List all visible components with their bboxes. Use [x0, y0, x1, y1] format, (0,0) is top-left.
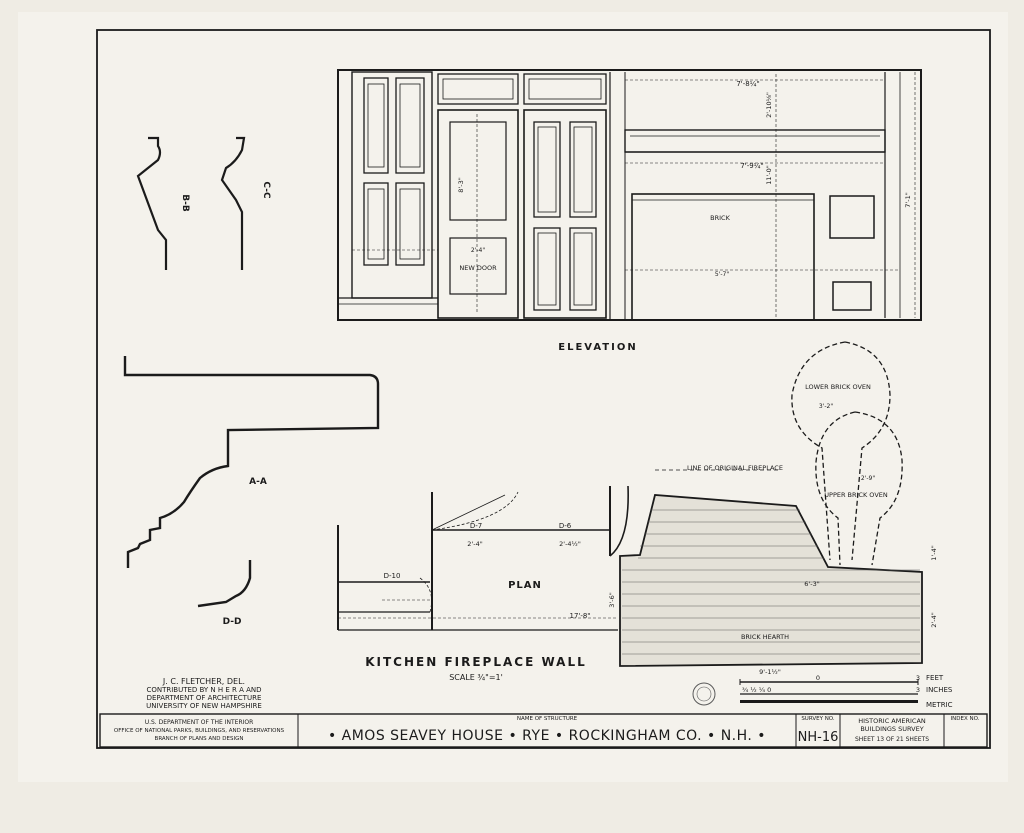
lower-oven-label: LOWER BRICK OVEN	[805, 383, 871, 391]
scale-feet-zero: 0	[816, 674, 820, 682]
sheet-number: SHEET 13 OF 21 SHEETS	[855, 736, 929, 743]
section-bb-label: B-B	[180, 194, 190, 212]
dim-wall-height: 7'-1"	[904, 192, 912, 207]
survey-number: NH-16	[798, 730, 839, 745]
dim-hearth-width: 9'-1½"	[759, 668, 781, 676]
survey-number-label: SURVEY NO.	[801, 716, 835, 722]
plan-drawing	[337, 341, 923, 667]
brick-label: BRICK	[710, 214, 730, 222]
dim-total-height: 11'-0"	[765, 165, 773, 185]
brick-hearth-label: BRICK HEARTH	[741, 633, 789, 641]
scale-feet-end: 3	[916, 674, 920, 682]
dim-opening-width: 7'-9¼"	[740, 162, 763, 170]
structure-name-label: NAME OF STRUCTURE	[517, 716, 578, 722]
dim-door-height: 8'-3"	[457, 177, 465, 192]
dim-firebox-width: 5'-7"	[715, 271, 729, 278]
moulding-section-aa	[123, 356, 380, 568]
dim-d6-width: 2'-4½"	[559, 540, 581, 548]
scale-inch-end: 3	[916, 686, 920, 694]
contributor-credit: CONTRIBUTED BY N H E R A AND	[146, 686, 261, 694]
door-d6-label: D-6	[559, 522, 572, 530]
habs-line-2: BUILDINGS SURVEY	[860, 725, 923, 733]
index-number-label: INDEX NO.	[951, 716, 980, 722]
structure-name: • AMOS SEAVEY HOUSE • RYE • ROCKINGHAM C…	[328, 728, 766, 744]
draftsman-credit: J. C. FLETCHER, DEL.	[162, 677, 245, 686]
section-dd-label: D-D	[223, 617, 242, 627]
moulding-section-dd	[197, 560, 252, 608]
drawing-scale: SCALE ¾"=1'	[449, 673, 503, 682]
elevation-drawing	[337, 69, 922, 321]
agency-parks-office: OFFICE OF NATIONAL PARKS, BUILDINGS, AND…	[114, 728, 285, 734]
section-cc-label: C-C	[261, 181, 271, 199]
original-fireplace-label: LINE OF ORIGINAL FIREPLACE	[687, 464, 783, 472]
dim-door-width: 2'-4"	[471, 247, 485, 254]
plan-label: PLAN	[508, 580, 542, 591]
moulding-section-bb	[136, 136, 168, 270]
dim-upper-oven: 2'-9"	[861, 475, 875, 482]
dim-hearth-depth: 2'-4"	[930, 612, 938, 627]
scale-feet-label: FEET	[926, 674, 944, 682]
dim-jamb-depth: 3'-6"	[608, 592, 616, 607]
scale-inches-label: INCHES	[926, 686, 953, 694]
new-door-label: NEW DOOR	[459, 264, 497, 272]
drawing-title: KITCHEN FIREPLACE WALL	[365, 655, 587, 669]
sheet-border	[96, 29, 991, 749]
elevation-label: ELEVATION	[558, 342, 637, 353]
door-d10-label: D-10	[384, 572, 401, 580]
scale-bar	[692, 679, 919, 706]
dim-mantel-width: 7'-8¼"	[736, 80, 759, 88]
scale-inch-marks: ¾ ½ ¼ 0	[742, 686, 771, 694]
door-d7-label: D-7	[470, 522, 482, 530]
dim-firebox-depth: 6'-3"	[804, 580, 819, 588]
moulding-section-cc	[220, 136, 246, 270]
university-credit: UNIVERSITY OF NEW HAMPSHIRE	[146, 702, 262, 710]
agency-interior: U.S. DEPARTMENT OF THE INTERIOR	[145, 719, 254, 726]
dim-oven-offset: 1'-4"	[930, 545, 938, 560]
dim-plan-width: 17'-8"	[569, 612, 590, 620]
dim-overmantel: 2'-10⅛"	[765, 92, 773, 118]
dim-d7-width: 2'-4"	[467, 540, 482, 548]
title-block	[99, 713, 988, 748]
habs-line-1: HISTORIC AMERICAN	[858, 717, 926, 725]
dim-lower-oven: 3'-2"	[819, 403, 833, 410]
agency-branch: BRANCH OF PLANS AND DESIGN	[155, 736, 244, 742]
scale-metric-label: METRIC	[926, 701, 953, 709]
section-aa-label: A-A	[249, 477, 267, 487]
department-credit: DEPARTMENT OF ARCHITECTURE	[147, 694, 262, 702]
upper-oven-label: UPPER BRICK OVEN	[824, 491, 888, 499]
